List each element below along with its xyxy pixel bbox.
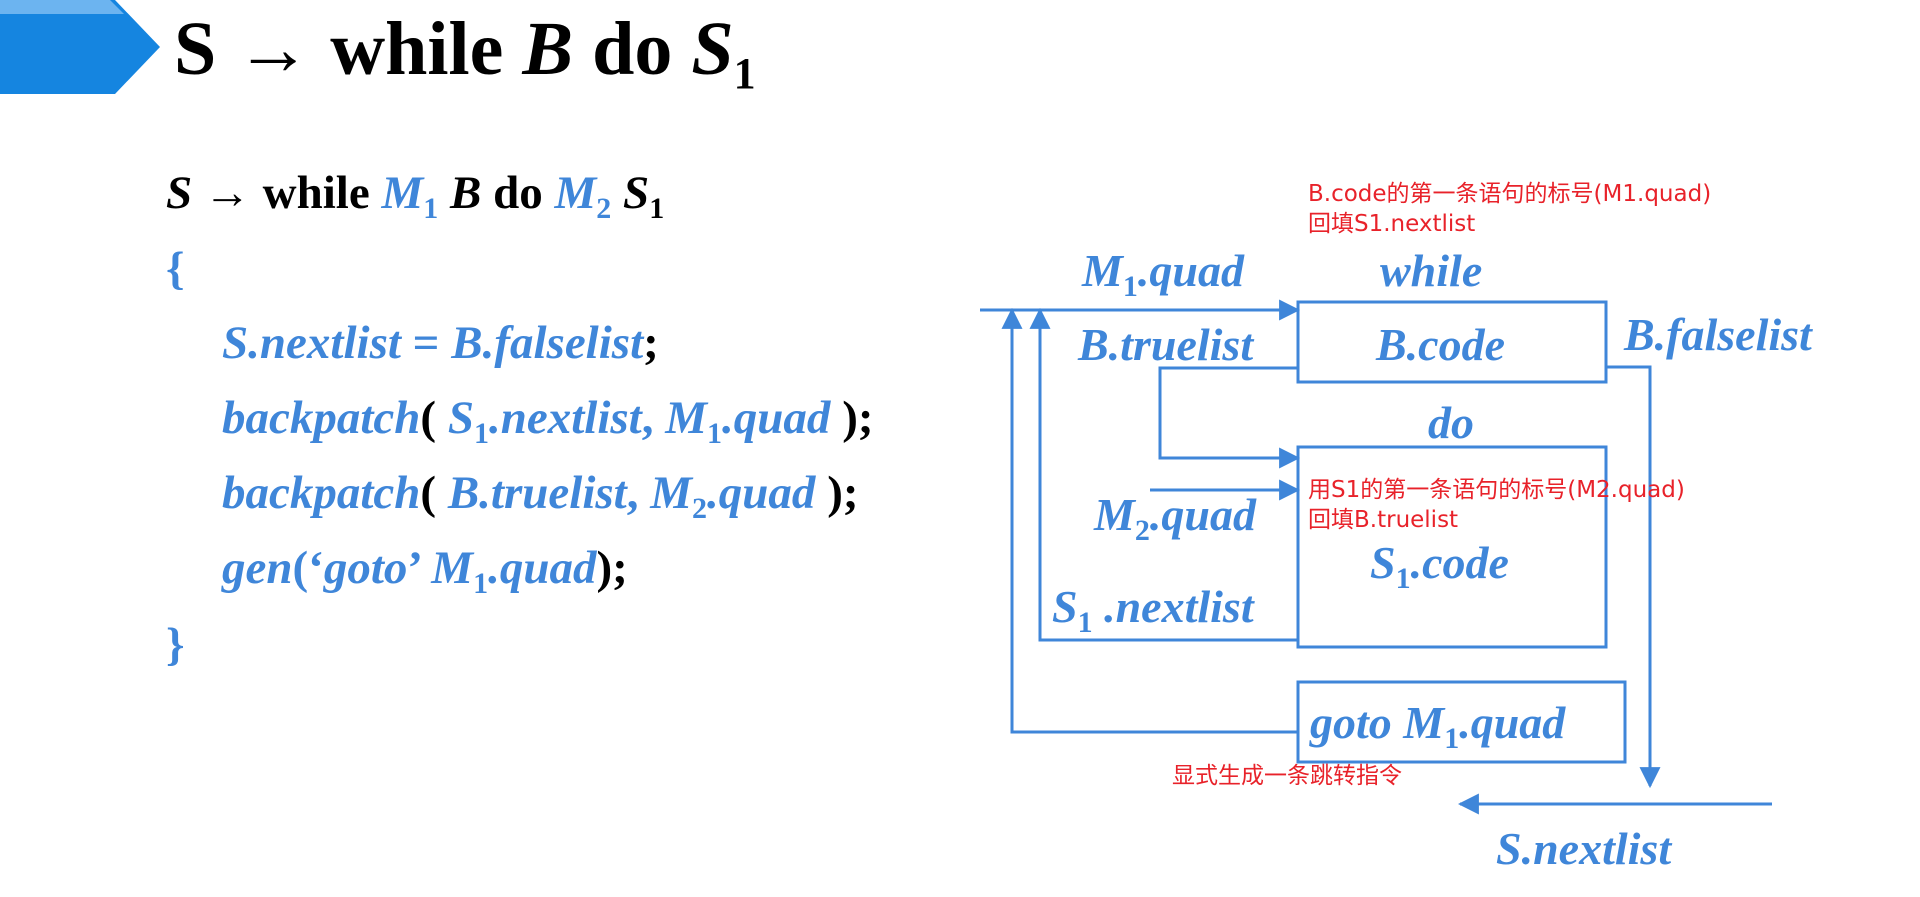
note-top-line1: B.code的第一条语句的标号(M1.quad) xyxy=(1308,181,1712,207)
b-falselist-arrow xyxy=(1606,365,1661,789)
close-brace: } xyxy=(166,619,185,671)
s1-nextlist-label: S1 .nextlist xyxy=(1052,581,1254,639)
do-label: do xyxy=(1428,397,1474,448)
code-line-nextlist: S.nextlist = B.falselist; xyxy=(222,317,659,369)
title-banner xyxy=(0,0,160,94)
b-truelist-arrow xyxy=(1158,366,1301,469)
note-bottom: 显式生成一条跳转指令 xyxy=(1172,763,1402,789)
note-mid-line1: 用S1的第一条语句的标号(M2.quad) xyxy=(1308,477,1685,503)
m1-quad-label: M1.quad xyxy=(1082,245,1244,303)
b-code-label: B.code xyxy=(1376,319,1506,370)
m2-quad-label: M2.quad xyxy=(1094,489,1256,547)
note-middle: 用S1的第一条语句的标号(M2.quad) 回填B.truelist xyxy=(1308,476,1685,536)
note-mid-line2: 回填B.truelist xyxy=(1308,506,1459,533)
goto-label: goto M1.quad xyxy=(1310,697,1566,755)
b-falselist-label: B.falselist xyxy=(1624,309,1812,360)
goto-loop-arrow xyxy=(1001,307,1298,734)
production-rule: S → while M1 B do M2 S1 xyxy=(166,167,665,225)
s1-code-label: S1.code xyxy=(1370,537,1509,595)
code-line-gen: gen(‘goto’ M1.quad); xyxy=(222,542,628,600)
code-line-backpatch-b: backpatch( B.truelist, M2.quad ); xyxy=(222,467,859,525)
slide-title: S → while B do S1 xyxy=(174,7,756,98)
note-top: B.code的第一条语句的标号(M1.quad) 回填S1.nextlist xyxy=(1308,180,1711,240)
note-top-line2: 回填S1.nextlist xyxy=(1308,210,1476,237)
while-label: while xyxy=(1380,245,1483,296)
b-code-box xyxy=(1296,300,1608,384)
code-line-backpatch-s1: backpatch( S1.nextlist, M1.quad ); xyxy=(222,392,874,450)
s1-nextlist-loop-arrow xyxy=(1029,307,1298,642)
b-truelist-label: B.truelist xyxy=(1078,319,1254,370)
s1-code-box xyxy=(1296,445,1608,649)
open-brace: { xyxy=(166,243,185,295)
s-nextlist-label: S.nextlist xyxy=(1496,823,1672,874)
goto-box xyxy=(1296,680,1627,764)
